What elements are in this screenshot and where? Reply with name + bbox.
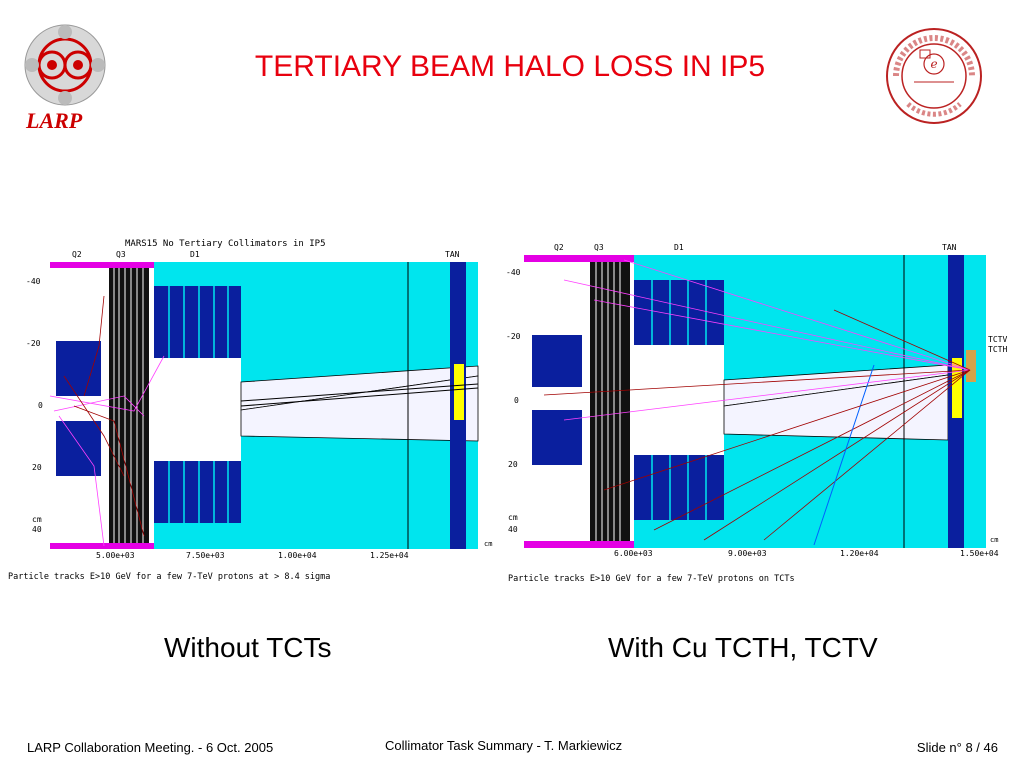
left-xtick-3: 1.25e+04 (370, 551, 409, 560)
left-plot-title: MARS15 No Tertiary Collimators in IP5 (125, 239, 325, 249)
slide-title: TERTIARY BEAM HALO LOSS IN IP5 (254, 50, 766, 83)
right-label-cm-y: cm (508, 513, 518, 522)
left-plot-caption: Particle tracks E>10 GeV for a few 7-TeV… (8, 572, 330, 582)
right-xtick-2: 1.20e+04 (840, 549, 879, 558)
right-plot-caption: Particle tracks E>10 GeV for a few 7-TeV… (508, 574, 795, 584)
right-label-q3: Q3 (594, 243, 604, 252)
caption-with-tcts: With Cu TCTH, TCTV (608, 632, 878, 663)
footer-slide-number: Slide n° 8 / 46 (916, 740, 998, 755)
larp-logo-icon (24, 24, 106, 106)
footer-summary: Collimator Task Summary - T. Markiewicz (385, 738, 623, 753)
caption-without-tcts: Without TCTs (164, 632, 332, 663)
left-xtick-2: 1.00e+04 (278, 551, 317, 560)
left-label-cm-y: cm (32, 515, 42, 524)
left-ytick-2: 0 (38, 401, 43, 410)
right-ytick-2: 0 (514, 396, 519, 405)
right-ytick-4: 40 (508, 525, 518, 534)
left-xtick-1: 7.50e+03 (186, 551, 225, 560)
right-xtick-3: 1.50e+04 (960, 549, 999, 558)
left-ytick-0: -40 (26, 277, 41, 286)
left-ytick-3: 20 (32, 463, 42, 472)
slac-seal-icon: e (886, 28, 982, 124)
right-xtick-0: 6.00e+03 (614, 549, 653, 558)
left-xtick-0: 5.00e+03 (96, 551, 135, 560)
left-label-d1: D1 (190, 250, 200, 259)
left-label-tan: TAN (445, 250, 460, 259)
left-label-q2: Q2 (72, 250, 82, 259)
right-label-tcth: TCTH (988, 345, 1007, 354)
left-ytick-1: -20 (26, 339, 41, 348)
larp-logo-text: LARP (26, 108, 83, 133)
svg-text:e: e (930, 57, 937, 71)
right-ytick-0: -40 (506, 268, 521, 277)
right-label-cm-x: cm (990, 536, 998, 544)
right-label-d1: D1 (674, 243, 684, 252)
left-plot: MARS15 No Tertiary Collimators in IP5 Q2… (8, 239, 492, 582)
right-plot: Q2 Q3 D1 TAN TCTV TCTH -40 -20 0 (506, 243, 1007, 584)
right-ytick-3: 20 (508, 460, 518, 469)
right-label-tctv: TCTV (988, 335, 1007, 344)
right-label-tan: TAN (942, 243, 957, 252)
left-ytick-4: 40 (32, 525, 42, 534)
right-ytick-1: -20 (506, 332, 521, 341)
left-label-q3: Q3 (116, 250, 126, 259)
footer-meeting: LARP Collaboration Meeting. - 6 Oct. 200… (27, 740, 274, 755)
right-xtick-1: 9.00e+03 (728, 549, 767, 558)
right-label-q2: Q2 (554, 243, 564, 252)
left-label-cm-x: cm (484, 540, 492, 548)
